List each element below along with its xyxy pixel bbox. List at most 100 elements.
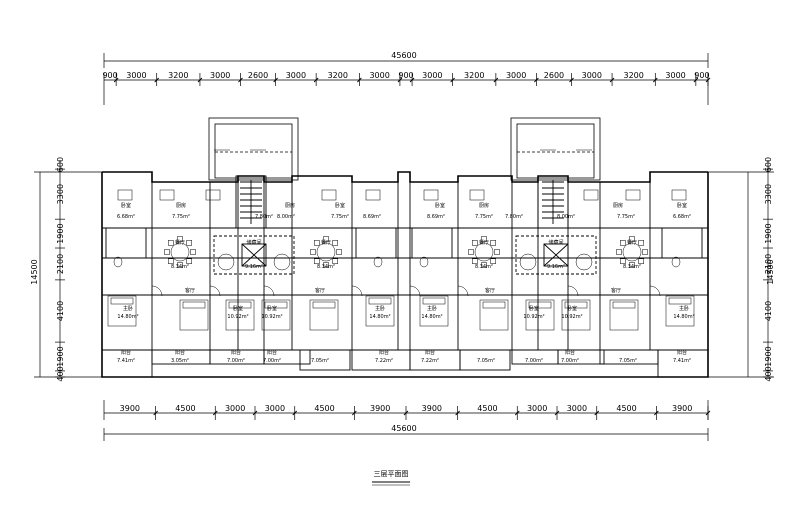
- balcony-outline: [459, 349, 511, 371]
- dining-table: [170, 242, 190, 262]
- dining-chair: [468, 249, 474, 255]
- top-segment-label: 3200: [464, 71, 484, 80]
- dining-chair: [310, 249, 316, 255]
- room-name-row3: 卧室: [267, 305, 277, 312]
- unit-walls: [101, 175, 709, 378]
- top-segment-label: 2600: [248, 71, 268, 80]
- bed: [225, 299, 255, 331]
- toilet: [671, 256, 681, 268]
- door-swing: [457, 285, 469, 297]
- cabinet: [583, 189, 599, 201]
- room-area-mid: 8.34m²: [317, 264, 335, 270]
- side-segment-label: 4100: [56, 301, 65, 321]
- round-table: [217, 253, 235, 271]
- room-name-row1: 厨房: [479, 202, 489, 209]
- dining-chair: [638, 258, 644, 264]
- room-name-row4: 阳台: [425, 349, 435, 356]
- bathroom-block: [411, 227, 453, 259]
- room-area-row1: 8.69m²: [363, 214, 381, 220]
- room-name-row3: 主卧: [427, 305, 437, 312]
- room-area-row4: 7.05m²: [311, 358, 329, 364]
- dining-chair: [323, 262, 329, 268]
- dining-chair: [168, 258, 174, 264]
- bottom-segment-label: 3000: [567, 404, 587, 413]
- room-area-row4: 7.22m²: [421, 358, 439, 364]
- pillow: [264, 301, 288, 309]
- room-area-row1: 7.80m²: [255, 214, 273, 220]
- top-tick-mark: [197, 77, 203, 83]
- door-swing: [649, 285, 661, 297]
- pillow: [612, 301, 636, 309]
- dining-chair: [177, 262, 183, 268]
- stair-projection-left: [208, 117, 299, 181]
- room-name-row1: 卧室: [335, 202, 345, 209]
- drawing-title: 三层平面图: [374, 470, 409, 478]
- room-area-row4: 7.41m²: [673, 358, 691, 364]
- stair-core: [537, 175, 569, 229]
- side-segment-label: 2100: [56, 254, 65, 274]
- door-swing: [567, 285, 579, 297]
- elevator-cross: [543, 243, 569, 267]
- top-tick-mark: [493, 77, 499, 83]
- bottom-tick-mark: [352, 410, 357, 416]
- room-name-row3: 主卧: [679, 305, 689, 312]
- side-segment-label: 2100: [764, 254, 773, 274]
- room-area-row1: 7.75m²: [172, 214, 190, 220]
- dining-chair: [186, 258, 192, 264]
- side-segment-label: 400: [56, 366, 65, 381]
- top-segment-label: 3000: [422, 71, 442, 80]
- top-tick-mark: [693, 77, 699, 83]
- bottom-segment-label: 3900: [370, 404, 390, 413]
- dining-chair: [332, 240, 338, 246]
- door-swing: [409, 285, 421, 297]
- top-tick-mark: [409, 77, 415, 83]
- room-name-small: 客厅: [485, 287, 495, 294]
- cabinet: [365, 189, 381, 201]
- room-name-row3: 卧室: [567, 305, 577, 312]
- top-tick-mark: [569, 77, 574, 83]
- cabinet: [625, 189, 641, 201]
- top-tick-mark: [450, 77, 455, 83]
- top-segment-label: 3200: [624, 71, 644, 80]
- room-area-row3: 10.92m²: [523, 314, 544, 320]
- bottom-tick-mark: [594, 410, 600, 416]
- room-name-row1: 厨房: [285, 202, 295, 209]
- side-segment-label: 1900: [56, 223, 65, 243]
- top-segment-label: 3000: [665, 71, 685, 80]
- room-area-row1: 6.68m²: [673, 214, 691, 220]
- dining-chair: [314, 240, 320, 246]
- room-name-row1: 卧室: [435, 202, 445, 209]
- pillow: [528, 301, 552, 309]
- room-area-row4: 7.00m²: [263, 358, 281, 364]
- balcony-outline: [557, 349, 605, 365]
- left-total-dimension: 14500: [30, 259, 39, 284]
- bottom-segment-label: 3000: [527, 404, 547, 413]
- pillow: [422, 297, 446, 305]
- top-segment-label: 3000: [506, 71, 526, 80]
- dining-chair: [472, 258, 478, 264]
- dining-chair: [638, 240, 644, 246]
- pillow: [482, 301, 506, 309]
- side-segment-label: 600: [56, 157, 65, 172]
- room-name-mid: 储藏间: [548, 239, 563, 246]
- room-area-row1: 7.80m²: [505, 214, 523, 220]
- room-name-row3: 卧室: [233, 305, 243, 312]
- door-swing: [351, 285, 363, 297]
- dining-chair: [629, 262, 635, 268]
- top-tick-mark: [113, 77, 119, 83]
- bed: [419, 295, 449, 327]
- dining-chair: [177, 236, 183, 242]
- side-segment-label: 600: [764, 157, 773, 172]
- room-name-mid: 储藏间: [246, 239, 261, 246]
- bottom-tick-mark: [153, 410, 158, 416]
- furniture-layer: [107, 149, 695, 331]
- dining-chair: [472, 240, 478, 246]
- room-name-mid: 餐厅: [321, 239, 331, 246]
- room-area-row1: 8.00m²: [277, 214, 295, 220]
- balcony-outline: [299, 349, 351, 371]
- room-name-row4: 阳台: [121, 349, 131, 356]
- toilet: [113, 256, 123, 268]
- room-area-row4: 7.00m²: [561, 358, 579, 364]
- dining-chair: [481, 236, 487, 242]
